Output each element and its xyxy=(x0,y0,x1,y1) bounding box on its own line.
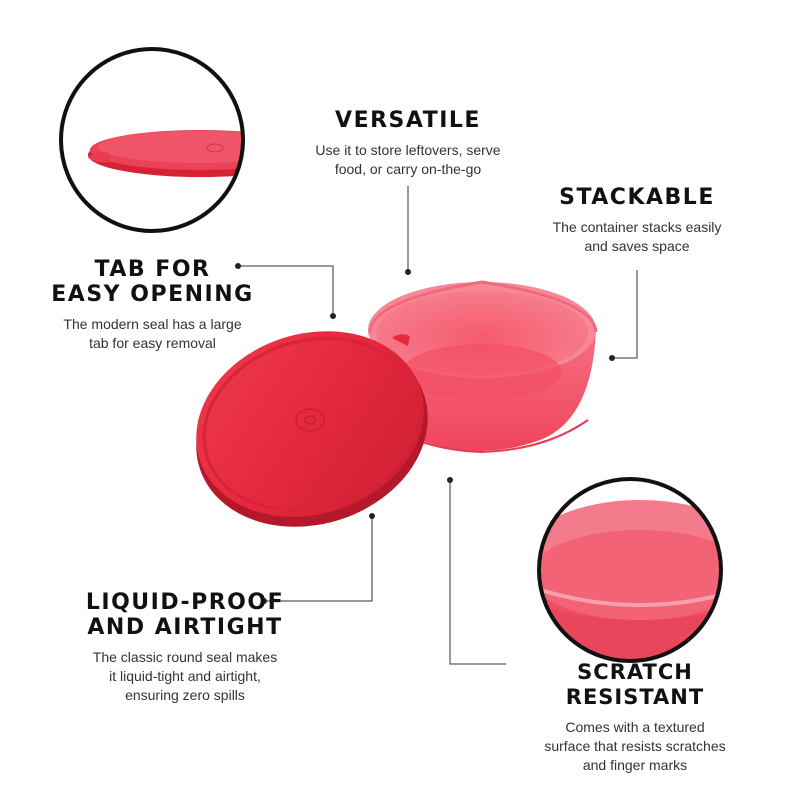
leader-stackable xyxy=(612,270,638,359)
leader-dots xyxy=(235,263,615,604)
leader-scratch xyxy=(449,480,506,665)
leader-tab xyxy=(238,265,334,316)
zoom-lid-tab xyxy=(59,47,245,233)
leader-lines xyxy=(238,186,638,665)
feature-liquid-proof-description: The classic round seal makes it liquid-t… xyxy=(92,649,278,703)
feature-scratch-resistant-description: Comes with a textured surface that resis… xyxy=(544,719,726,773)
feature-stackable-description: The container stacks easily and saves sp… xyxy=(552,219,722,254)
feature-tab-opening-title: TAB FOR EASY OPENING xyxy=(51,257,254,307)
leader-liquid xyxy=(264,516,373,602)
lid xyxy=(196,331,428,527)
feature-versatile-title: VERSATILE xyxy=(335,108,481,133)
zoom-bowl-surface xyxy=(537,477,723,663)
feature-versatile: VERSATILE Use it to store leftovers, ser… xyxy=(278,108,538,179)
feature-tab-opening: TAB FOR EASY OPENING The modern seal has… xyxy=(30,257,275,353)
feature-versatile-description: Use it to store leftovers, serve food, o… xyxy=(315,142,501,177)
feature-stackable: STACKABLE The container stacks easily an… xyxy=(517,185,757,256)
feature-tab-opening-description: The modern seal has a large tab for easy… xyxy=(63,316,242,351)
feature-scratch-resistant: SCRATCH RESISTANT Comes with a textured … xyxy=(505,660,765,775)
feature-liquid-proof-title: LIQUID-PROOF AND AIRTIGHT xyxy=(85,590,285,640)
feature-liquid-proof: LIQUID-PROOF AND AIRTIGHT The classic ro… xyxy=(55,590,315,705)
bowl xyxy=(368,280,598,454)
feature-scratch-resistant-title: SCRATCH RESISTANT xyxy=(565,660,705,709)
feature-stackable-title: STACKABLE xyxy=(559,185,715,210)
